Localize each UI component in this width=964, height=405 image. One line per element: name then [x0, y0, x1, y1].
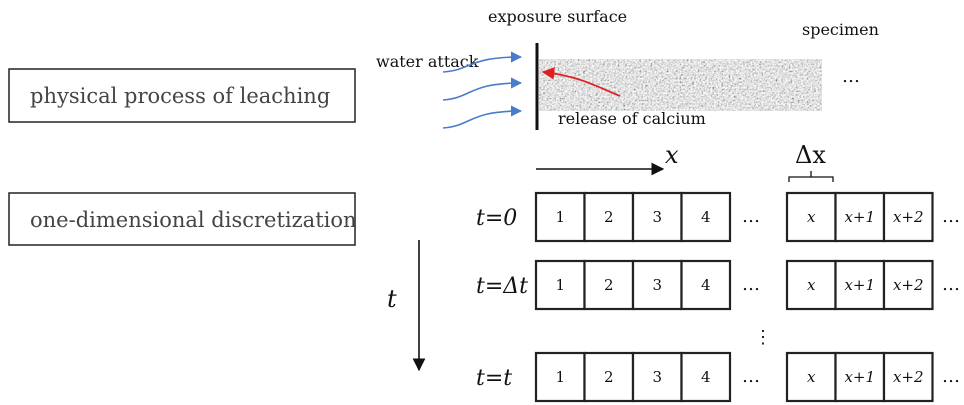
- tail-cell-label: x+2: [893, 276, 924, 294]
- tail-cell-label: x: [807, 276, 816, 294]
- discretization-label: one-dimensional discretization: [30, 208, 357, 232]
- cell-label: 1: [555, 208, 565, 226]
- row-2: t=t 1 2 3 4 … x x+1 x+2 …: [476, 351, 960, 403]
- dx-label: Δx: [795, 141, 826, 169]
- tail-cell-label: x: [807, 368, 816, 386]
- cell-box: [583, 351, 635, 403]
- tail-cell-box: [785, 259, 837, 311]
- tail-cell-label: x+1: [844, 368, 875, 386]
- tail-cell-label: x: [807, 208, 816, 226]
- release-calcium-label: release of calcium: [558, 109, 706, 128]
- exposure-surface-label: exposure surface: [488, 7, 627, 26]
- cell-label: 2: [604, 276, 614, 294]
- row-gap-ellipsis: …: [742, 366, 760, 387]
- calcium-release-arrow: [541, 66, 621, 97]
- t-axis-label: t: [387, 285, 397, 313]
- vertical-ellipsis: ⋮: [754, 327, 772, 348]
- x-axis-label: x: [665, 141, 679, 169]
- cell-box: [534, 351, 586, 403]
- cell-label: 4: [701, 208, 711, 226]
- row-gap-ellipsis: …: [742, 206, 760, 227]
- cell-box: [680, 191, 732, 243]
- tail-cell-box: [834, 259, 886, 311]
- cell-box: [680, 259, 732, 311]
- tail-cell-label: x+1: [844, 208, 875, 226]
- row-0: t=0 1 2 3 4 … x x+1 x+2 …: [476, 191, 960, 243]
- row-gap-ellipsis: …: [742, 274, 760, 295]
- discretization-rows: t=0 1 2 3 4 … x x+1 x+2 … t=Δt 1 2 3 4 … x x+1 x+2 … t=t 1 2 3 4…: [476, 191, 960, 403]
- cell-label: 3: [652, 208, 662, 226]
- cell-label: 3: [652, 368, 662, 386]
- row-end-ellipsis: …: [942, 366, 960, 387]
- specimen-ellipsis: …: [842, 66, 860, 87]
- row-1: t=Δt 1 2 3 4 … x x+1 x+2 …: [476, 259, 960, 311]
- tail-cell-box: [882, 351, 934, 403]
- cell-box: [631, 351, 683, 403]
- tail-cell-box: [785, 191, 837, 243]
- tail-cell-box: [785, 351, 837, 403]
- discretization-box: one-dimensional discretization: [8, 192, 357, 246]
- cell-label: 2: [604, 368, 614, 386]
- water-arrows: [442, 51, 523, 129]
- water-arrow-1: [442, 51, 523, 73]
- physical-process-box: physical process of leaching: [8, 68, 356, 123]
- specimen-label: specimen: [802, 20, 879, 39]
- cell-label: 1: [555, 368, 565, 386]
- row-end-ellipsis: …: [942, 206, 960, 227]
- specimen-texture: [539, 59, 822, 111]
- water-arrow-2: [442, 77, 523, 101]
- cell-label: 4: [701, 368, 711, 386]
- cell-label: 4: [701, 276, 711, 294]
- cell-box: [680, 351, 732, 403]
- tail-cell-label: x+2: [893, 208, 924, 226]
- tail-cell-label: x+1: [844, 276, 875, 294]
- tail-cell-box: [882, 259, 934, 311]
- tail-cell-label: x+2: [893, 368, 924, 386]
- time-label: t=t: [476, 366, 512, 391]
- tail-cell-box: [882, 191, 934, 243]
- cell-label: 2: [604, 208, 614, 226]
- water-arrow-3: [442, 105, 523, 129]
- cell-box: [631, 259, 683, 311]
- time-label: t=Δt: [476, 274, 528, 299]
- row-end-ellipsis: …: [942, 274, 960, 295]
- time-label: t=0: [476, 206, 517, 231]
- dx-bracket: [788, 176, 834, 182]
- water-attack-label: water attack: [376, 52, 479, 71]
- cell-label: 1: [555, 276, 565, 294]
- cell-label: 3: [652, 276, 662, 294]
- physical-process-label: physical process of leaching: [30, 84, 330, 108]
